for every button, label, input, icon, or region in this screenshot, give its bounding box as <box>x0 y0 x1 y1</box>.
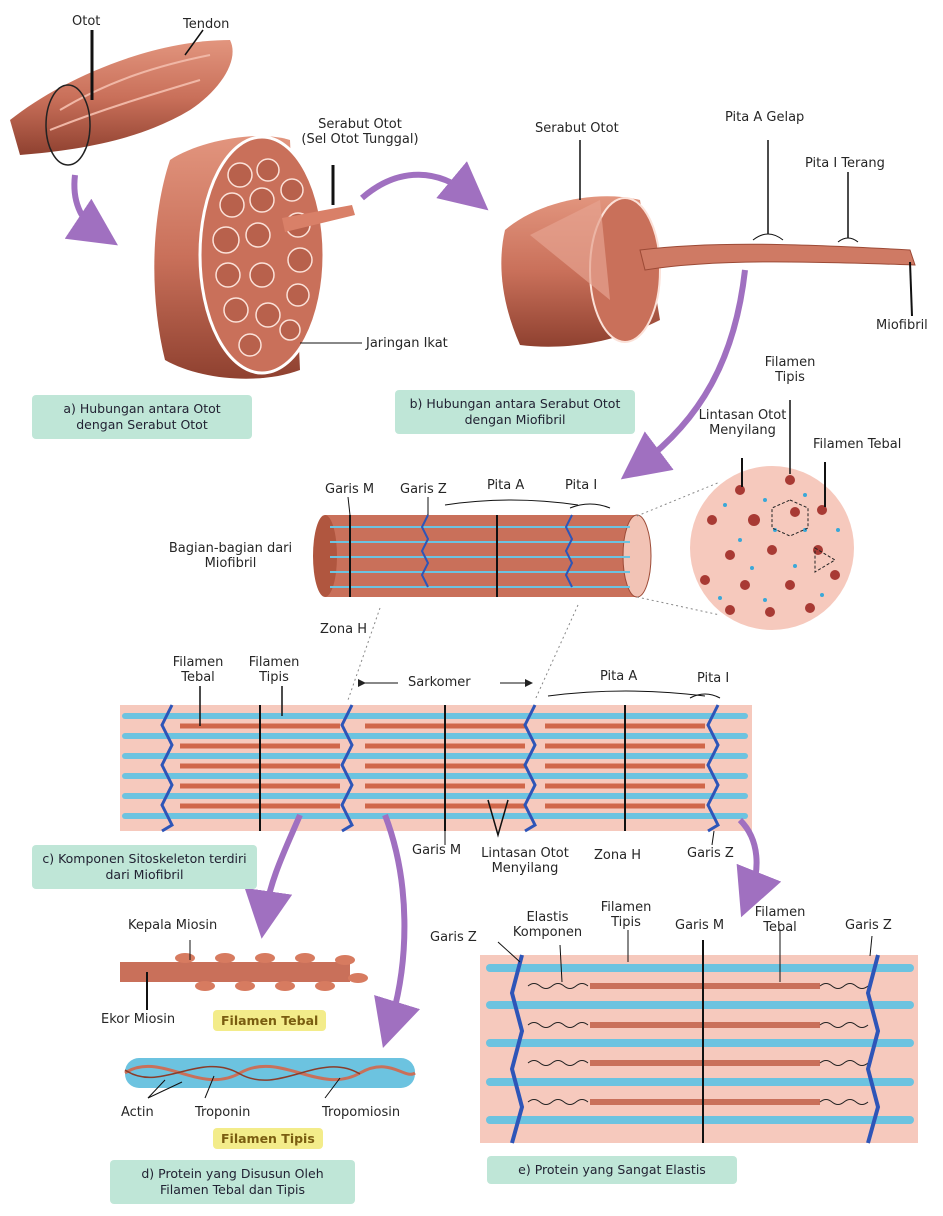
label-filamen-tipis-2: Filamen Tipis <box>248 655 300 685</box>
label-pita-i-terang: Pita I Terang <box>805 156 885 171</box>
caption-a: a) Hubungan antara Otot dengan Serabut O… <box>32 395 252 439</box>
caption-d: d) Protein yang Disusun Oleh Filamen Teb… <box>110 1160 355 1204</box>
label-garis-z-2: Garis Z <box>687 846 734 861</box>
caption-e: e) Protein yang Sangat Elastis <box>487 1156 737 1184</box>
fiber-with-myofibril <box>501 140 915 347</box>
caption-c: c) Komponen Sitoskeleton terdiri dari Mi… <box>32 845 257 889</box>
label-serabut-otot-line1: Serabut Otot <box>290 117 430 132</box>
label-ekor-miosin: Ekor Miosin <box>101 1012 175 1027</box>
label-pita-i-2: Pita I <box>697 671 729 686</box>
label-filamen-tebal-2: Filamen Tebal <box>172 655 224 685</box>
label-zona-h-1: Zona H <box>320 622 367 637</box>
label-filamen-tipis-3: Filamen Tipis <box>595 900 657 930</box>
label-jaringan-ikat: Jaringan Ikat <box>366 336 448 351</box>
label-pita-a-1: Pita A <box>487 478 524 493</box>
label-garis-m-1: Garis M <box>325 482 374 497</box>
label-sarkomer: Sarkomer <box>408 675 471 690</box>
label-garis-z-4: Garis Z <box>845 918 892 933</box>
thin-filament-drawing <box>125 1058 415 1098</box>
label-serabut-otot: Serabut Otot (Sel Otot Tunggal) <box>290 117 430 147</box>
label-lintasan-otot-2: Lintasan Otot Menyilang <box>480 846 570 876</box>
label-tendon: Tendon <box>183 17 229 32</box>
label-garis-m-3: Garis M <box>675 918 724 933</box>
label-lintasan-otot: Lintasan Otot Menyilang <box>695 408 790 438</box>
label-actin: Actin <box>121 1105 154 1120</box>
elastic-protein-drawing <box>480 930 918 1143</box>
label-pita-a-2: Pita A <box>600 669 637 684</box>
label-bagian-miofibril: Bagian-bagian dari Miofibril <box>168 541 293 571</box>
label-serabut-otot-line2: (Sel Otot Tunggal) <box>290 132 430 147</box>
label-garis-m-2: Garis M <box>412 843 461 858</box>
whole-muscle <box>10 30 233 165</box>
label-tropomiosin: Tropomiosin <box>322 1105 400 1120</box>
muscle-fiber-bundle <box>154 136 362 379</box>
sarcomere-band <box>120 683 752 845</box>
label-pita-a-gelap: Pita A Gelap <box>725 110 804 125</box>
label-zona-h-2: Zona H <box>594 848 641 863</box>
label-garis-z-3: Garis Z <box>430 930 477 945</box>
label-kepala-miosin: Kepala Miosin <box>128 918 217 933</box>
label-filamen-tebal-top: Filamen Tebal <box>813 437 901 452</box>
label-otot: Otot <box>72 14 100 29</box>
label-serabut-otot-2: Serabut Otot <box>535 121 619 136</box>
label-filamen-tebal-3: Filamen Tebal <box>750 905 810 935</box>
label-garis-z-1: Garis Z <box>400 482 447 497</box>
label-elastis-komponen: Elastis Komponen <box>500 910 595 940</box>
label-filamen-tipis-top: Filamen Tipis <box>760 355 820 385</box>
caption-b: b) Hubungan antara Serabut Otot dengan M… <box>395 390 635 434</box>
myofibril-segment <box>313 497 651 597</box>
thick-filament-drawing <box>120 940 368 1010</box>
tag-filamen-tebal: Filamen Tebal <box>213 1010 326 1031</box>
tag-filamen-tipis: Filamen Tipis <box>213 1128 323 1149</box>
label-miofibril: Miofibril <box>876 318 928 333</box>
label-troponin: Troponin <box>195 1105 250 1120</box>
label-pita-i-1: Pita I <box>565 478 597 493</box>
